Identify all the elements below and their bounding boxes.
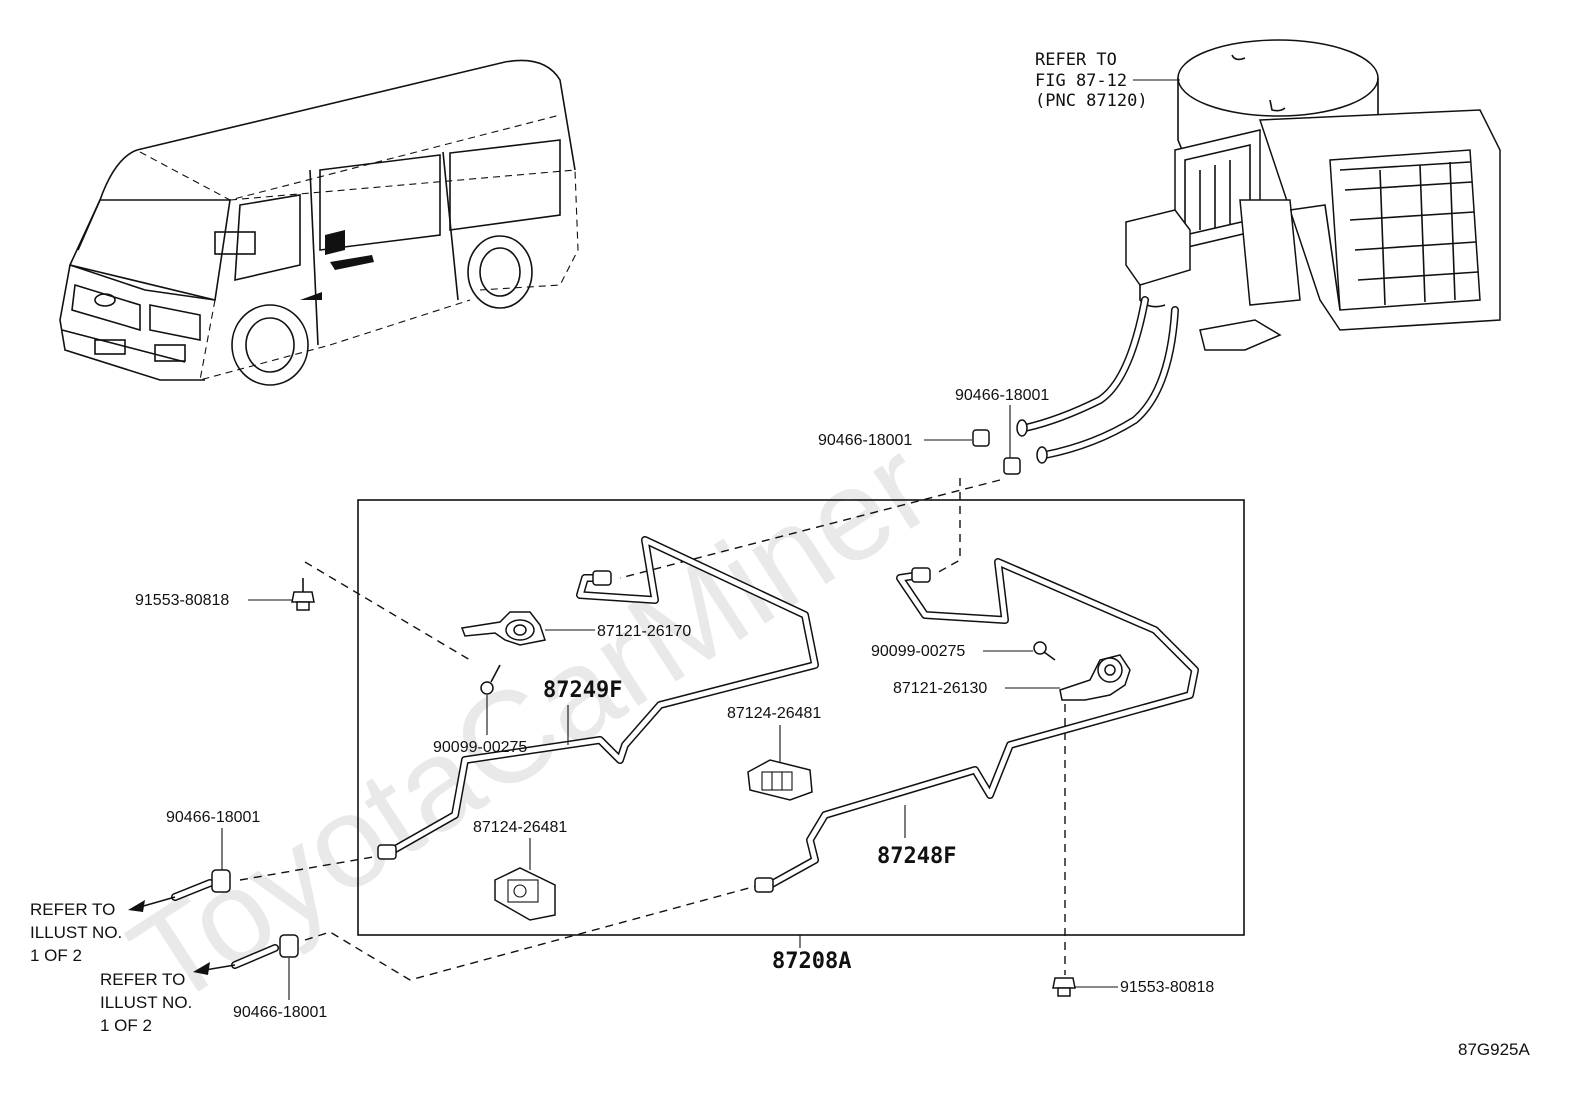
label-clamp-lower-1: 90466-18001 [166, 809, 260, 826]
refer-fig-line2: FIG 87-12 [1035, 71, 1127, 91]
label-pipe-rear: 87248F [877, 844, 956, 869]
arrow-icon [128, 900, 145, 912]
van-illustration [59, 59, 579, 386]
refer-illust-2-line1: REFER TO [100, 970, 185, 989]
bracket-left [460, 611, 546, 646]
refer-illust-2-line3: 1 OF 2 [100, 1016, 152, 1035]
bolt-icon [291, 578, 315, 611]
pipe-87249f [377, 536, 819, 860]
bracket-right [1059, 654, 1131, 701]
arrow-icon [193, 962, 210, 975]
refer-fig-line1: REFER TO [1035, 50, 1117, 70]
refer-illust-1-line2: ILLUST NO. [30, 923, 122, 942]
label-screw-right: 90099-00275 [871, 643, 965, 660]
label-clamp-top-right: 90466-18001 [955, 387, 1049, 404]
refer-illust-2-line2: ILLUST NO. [100, 993, 192, 1012]
label-bolt-right: 91553-80818 [1120, 979, 1214, 996]
label-bolt-left: 91553-80818 [135, 592, 229, 609]
refer-fig-line3: (PNC 87120) [1035, 91, 1148, 111]
label-clamp-top-left: 90466-18001 [818, 432, 912, 449]
hose-lower-1 [171, 869, 231, 901]
bolt-icon [1052, 977, 1076, 997]
label-grommet-lower: 87124-26481 [473, 819, 567, 836]
label-grommet-center: 87124-26481 [727, 705, 821, 722]
hose-lower-2 [231, 934, 299, 969]
label-clamp-lower-2: 90466-18001 [233, 1004, 327, 1021]
refer-illust-1-line3: 1 OF 2 [30, 946, 82, 965]
screw-icon [480, 664, 501, 695]
assembly-87208a-frame [357, 499, 1245, 936]
grommet-lower [494, 867, 556, 921]
label-bracket-left: 87121-26170 [597, 623, 691, 640]
grommet-center [747, 759, 813, 801]
watermark-text: ToyotaCarMiner [106, 411, 955, 1033]
figure-code: 87G925A [1458, 1040, 1530, 1059]
pipe-87248f [754, 558, 1199, 893]
heater-unit [1125, 39, 1501, 351]
label-assembly: 87208A [772, 949, 851, 974]
label-screw-left: 90099-00275 [433, 739, 527, 756]
label-pipe-front: 87249F [543, 678, 622, 703]
clamp-icon [972, 429, 1021, 475]
label-bracket-right: 87121-26130 [893, 680, 987, 697]
screw-icon [1033, 641, 1056, 661]
refer-illust-1-line1: REFER TO [30, 900, 115, 919]
